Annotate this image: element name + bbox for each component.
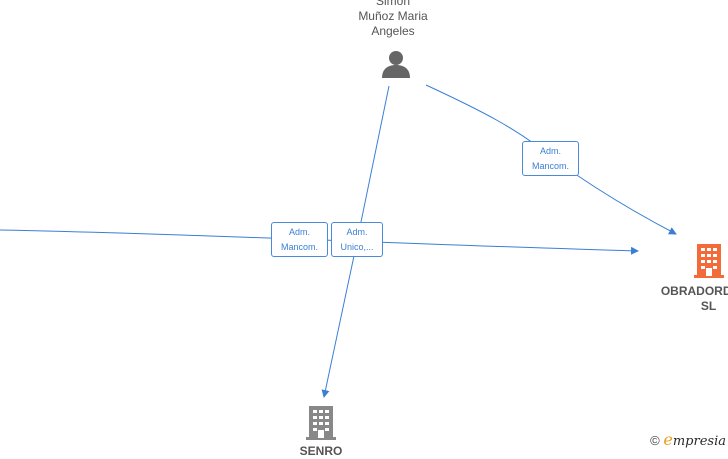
person-name-line3: Angeles [371, 24, 415, 38]
edge-label-line1: Adm. [346, 227, 368, 237]
edge-label-left-obradordulc[interactable]: Adm. Mancom. [271, 222, 328, 257]
edge-label-line2: Mancom. [280, 242, 318, 252]
company-senro-name[interactable]: SENRO [281, 444, 361, 459]
edge-label-line2: Mancom. [531, 161, 569, 171]
person-name-line1: Simon [375, 0, 410, 8]
person-icon[interactable] [381, 50, 411, 78]
company-obradordulc-name[interactable]: OBRADORDULC SL [636, 284, 728, 314]
person-name[interactable]: Simon Muñoz Maria Angeles [338, 0, 448, 39]
brand-initial: e [663, 430, 673, 449]
person-name-line2: Muñoz Maria [358, 9, 428, 23]
building-icon[interactable] [306, 406, 336, 440]
company-name-line1: OBRADORDULC [660, 284, 728, 298]
company-name-line1: SENRO [299, 444, 343, 458]
company-name-line2: SL [700, 299, 717, 313]
edge-label-line1: Adm. [539, 146, 561, 156]
empresia-watermark: © empresia [650, 430, 726, 449]
edge-label-line2: Unico,... [340, 242, 374, 252]
copyright-symbol: © [650, 433, 660, 448]
edge-label-person-obradordulc[interactable]: Adm. Mancom. [522, 141, 579, 176]
edge-label-line1: Adm. [288, 227, 310, 237]
brand-name: mpresia [672, 434, 726, 449]
edge-label-person-senro[interactable]: Adm. Unico,... [331, 222, 383, 257]
building-icon[interactable] [694, 244, 724, 278]
